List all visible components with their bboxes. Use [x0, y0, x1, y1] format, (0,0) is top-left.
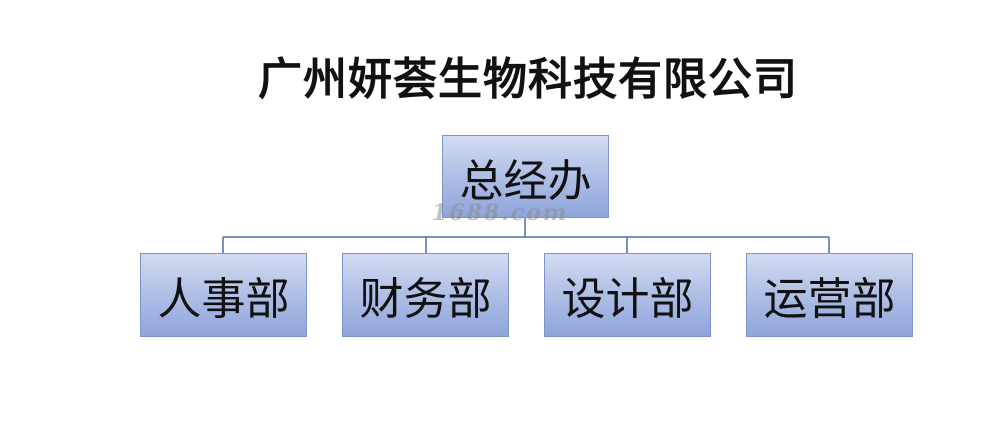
node-hr-department-label: 人事部 — [157, 274, 290, 325]
node-general-office-label: 总经办 — [459, 155, 592, 207]
node-operations-department: 运营部 — [746, 253, 913, 337]
company-title: 广州妍荟生物科技有限公司 — [258, 54, 798, 105]
node-design-department-label: 设计部 — [561, 274, 694, 325]
node-design-department: 设计部 — [544, 253, 711, 337]
node-finance-department: 财务部 — [342, 253, 509, 337]
node-hr-department: 人事部 — [140, 253, 307, 337]
node-general-office: 总经办 — [442, 135, 609, 218]
node-operations-department-label: 运营部 — [763, 274, 896, 325]
node-finance-department-label: 财务部 — [359, 274, 492, 325]
watermark-1688: 1688.com — [432, 200, 569, 226]
